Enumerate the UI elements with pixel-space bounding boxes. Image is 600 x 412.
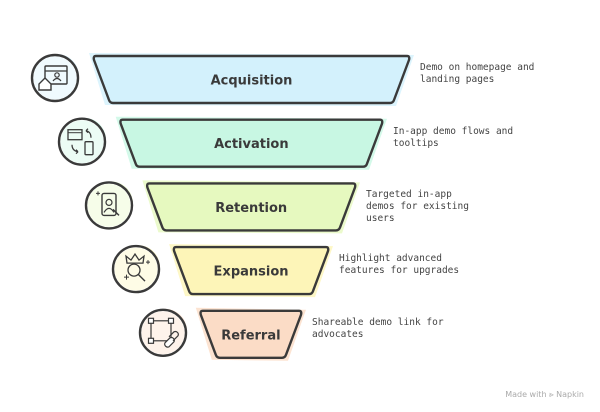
- funnel-stage-referral: Referral: [195, 307, 306, 361]
- webpage-home-icon: [30, 53, 80, 103]
- stage-description: In-app demo flows and tooltips: [393, 125, 514, 149]
- stage-trapezoid: [145, 182, 357, 232]
- mobile-user-icon: [84, 181, 134, 230]
- share-link-icon: [138, 308, 188, 357]
- stage-trapezoid: [119, 118, 384, 168]
- stage-label: Referral: [221, 328, 280, 343]
- stage-label: Activation: [214, 137, 289, 152]
- stage-description: Targeted in-app demos for existing users: [366, 189, 469, 225]
- funnel-stage-acquisition: Acquisition: [89, 53, 414, 106]
- made-with-napkin-footer: Made with ⪢ Napkin: [505, 390, 584, 399]
- stage-trapezoid: [172, 245, 330, 296]
- crown-magnifier-icon: [111, 244, 161, 294]
- funnel-stage-activation: Activation: [115, 116, 387, 170]
- stage-trapezoid: [92, 54, 411, 105]
- funnel-stage-retention: Retention: [142, 180, 360, 234]
- funnel-stage-expansion: Expansion: [169, 244, 333, 298]
- stage-description: Demo on homepage and landing pages: [420, 62, 535, 85]
- desktop-mobile-sync-icon: [57, 117, 107, 166]
- stage-description: Shareable demo link for advocates: [312, 316, 444, 340]
- stage-label: Expansion: [214, 265, 289, 280]
- stage-label: Retention: [215, 201, 287, 216]
- stage-trapezoid: [199, 309, 303, 359]
- stage-label: Acquisition: [211, 74, 293, 89]
- stage-description: Highlight advanced features for upgrades: [339, 253, 460, 277]
